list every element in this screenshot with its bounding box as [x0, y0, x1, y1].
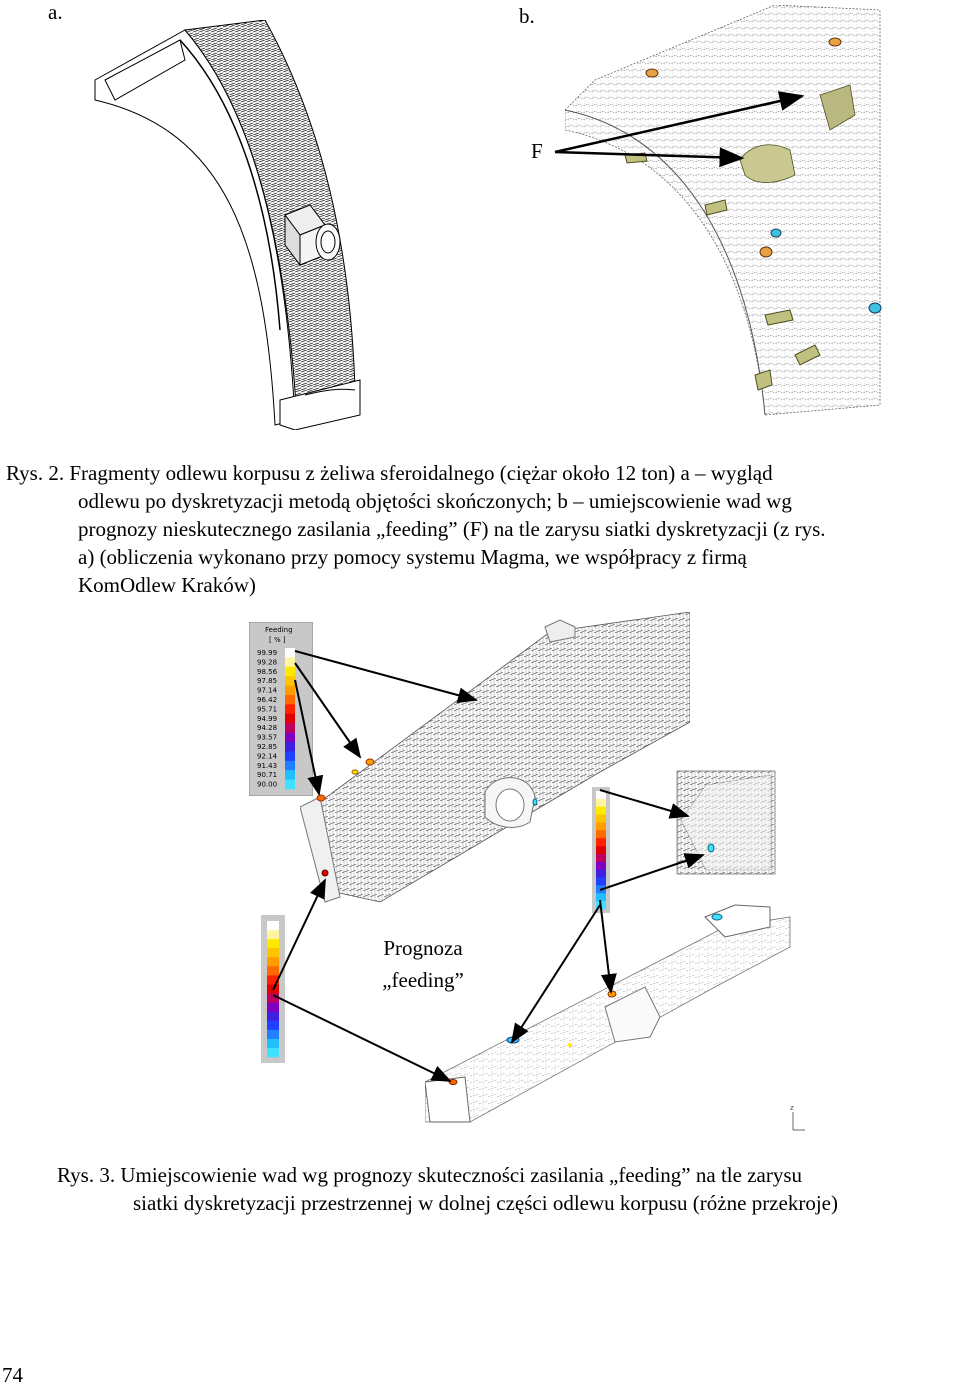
prognoza-label-line-1: Prognoza: [383, 936, 463, 960]
feeding-legend-value: 94.99: [257, 715, 277, 723]
feeding-legend-value: 93.57: [257, 734, 277, 742]
feeding-legend-swatch: [285, 770, 295, 780]
feeding-bar-segment: [267, 1038, 279, 1049]
feeding-bar-segment: [596, 830, 606, 839]
feeding-legend-unit: [ % ]: [269, 636, 286, 644]
feeding-bar-segment: [267, 930, 279, 940]
figure-2-f-arrows: [554, 91, 805, 168]
feeding-bar-segment: [267, 975, 279, 985]
figure-2b-label: b.: [519, 4, 535, 28]
feeding-legend-title: Feeding: [265, 626, 293, 634]
feeding-legend-swatch: [285, 666, 295, 677]
feeding-bar-segment: [596, 861, 606, 870]
figure-2-caption-line-3: prognozy nieskutecznego zasilania „feedi…: [78, 517, 826, 541]
feeding-legend-swatch: [285, 695, 295, 705]
feeding-bar-segment: [267, 993, 279, 1003]
feeding-legend-swatch: [285, 685, 295, 696]
feeding-legend: Feeding [ % ] 99.9999.2898.5697.8597.149…: [249, 622, 313, 796]
feeding-bar-segment: [596, 822, 606, 831]
feeding-bar-segment: [596, 791, 606, 800]
feeding-legend-value: 90.71: [257, 771, 277, 779]
feeding-bar-segment: [267, 966, 279, 976]
figure-3-caption: Rys. 3. Umiejscowienie wad wg prognozy s…: [57, 1161, 957, 1217]
figure-2a-label: a.: [48, 0, 63, 24]
figure-2-defect-f-label: F: [531, 139, 543, 163]
figure-3-casting-section-right: [676, 770, 776, 875]
feeding-bar-segment: [596, 798, 606, 808]
axis-z-label: z: [790, 1104, 794, 1112]
figure-3-casting-section-bottom: [425, 904, 791, 1123]
figure-3-caption-line-1: Rys. 3. Umiejscowienie wad wg prognozy s…: [57, 1163, 802, 1187]
feeding-legend-value: 96.42: [257, 696, 277, 704]
feeding-legend-swatch: [285, 751, 295, 762]
feeding-legend-value: 99.99: [257, 649, 277, 657]
feeding-bar-segment: [267, 1011, 279, 1022]
feeding-color-bar-middle: [592, 787, 610, 913]
figure-2-caption-line-4: a) (obliczenia wykonano przy pomocy syst…: [78, 545, 747, 569]
feeding-legend-swatch: [285, 732, 295, 743]
feeding-bar-segment: [267, 1029, 279, 1040]
feeding-bar-segment: [596, 893, 606, 902]
feeding-bar-segment: [267, 1047, 279, 1058]
prognoza-label-line-2: „feeding”: [382, 968, 464, 992]
feeding-legend-value: 90.00: [257, 781, 277, 789]
feeding-bar-segment: [596, 877, 606, 886]
feeding-legend-swatch: [285, 779, 295, 790]
feeding-legend-value: 91.43: [257, 762, 277, 770]
figure-2-caption-line-2: odlewu po dyskretyzacji metodą objętości…: [78, 489, 792, 513]
feeding-legend-value: 92.14: [257, 752, 278, 760]
feeding-legend-value: 92.85: [257, 743, 277, 751]
feeding-legend-swatch: [285, 657, 295, 668]
feeding-legend-value: 95.71: [257, 705, 277, 713]
feeding-legend-value: 94.28: [257, 724, 277, 732]
feeding-legend-swatch: [285, 648, 295, 658]
feeding-legend-value: 99.28: [257, 658, 277, 666]
feeding-legend-swatch: [285, 704, 295, 715]
figure-3-casting-section-top: [300, 612, 690, 903]
feeding-bar-segment: [596, 814, 606, 823]
prognoza-feeding-label: Prognoza „feeding”: [365, 932, 481, 996]
axis-indicator: z: [790, 1104, 805, 1131]
figure-3-caption-line-2: siatki dyskretyzacji przestrzennej w dol…: [133, 1191, 838, 1215]
feeding-bar-segment: [596, 853, 606, 863]
feeding-bar-segment: [267, 921, 279, 931]
feeding-legend-swatch: [285, 723, 295, 733]
feeding-color-bar-left: [261, 915, 285, 1063]
feeding-bar-segment: [596, 806, 606, 815]
feeding-bar-segment: [596, 838, 606, 847]
feeding-bar-segment: [267, 1002, 279, 1012]
feeding-legend-value: 98.56: [257, 668, 278, 676]
feeding-legend-swatch: [285, 713, 295, 724]
feeding-legend-swatch: [285, 742, 295, 752]
feeding-bar-segment: [267, 957, 279, 967]
figure-2a-mesh-image: [94, 20, 361, 430]
feeding-bar-segment: [596, 846, 606, 855]
feeding-legend-swatch: [285, 760, 295, 771]
figure-2-caption-line-1: Rys. 2. Fragmenty odlewu korpusu z żeliw…: [6, 461, 773, 485]
figure-3-arrows: [272, 650, 705, 1082]
feeding-bar-segment: [596, 869, 606, 878]
page-number: 74: [2, 1363, 23, 1387]
figure-2-caption-line-5: KomOdlew Kraków): [78, 573, 256, 597]
figure-2-caption: Rys. 2. Fragmenty odlewu korpusu z żeliw…: [6, 459, 956, 599]
feeding-legend-value: 97.85: [257, 677, 277, 685]
feeding-bar-segment: [267, 948, 279, 958]
feeding-bar-segment: [267, 1020, 279, 1031]
feeding-bar-segment: [267, 939, 279, 949]
feeding-legend-value: 97.14: [257, 687, 278, 695]
feeding-legend-swatch: [285, 676, 295, 686]
